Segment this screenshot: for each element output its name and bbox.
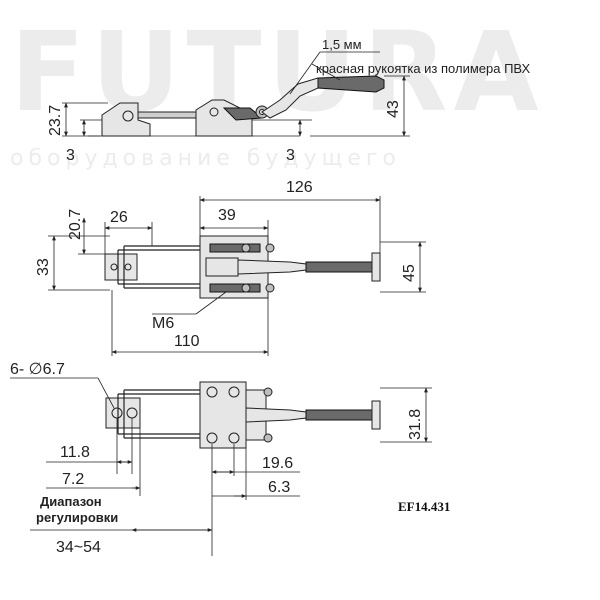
dim-top-total-height: 33 [35, 258, 52, 276]
base-handle-grip [305, 409, 373, 421]
note-handle-material: красная рукоятка из полимера ПВХ [316, 61, 531, 76]
dim-top-base-length: 110 [174, 333, 200, 350]
note-thickness: 1,5 мм [322, 37, 362, 52]
dim-top-handle-height: 45 [401, 264, 418, 282]
watermark-tagline: оборудование будущего [10, 146, 401, 171]
dim-base-body-offset: 6.3 [268, 479, 290, 496]
dim-base-hole-pitch: 11.8 [60, 444, 90, 461]
label-range-line-2: регулировки [36, 510, 118, 525]
dim-side-base-right: 3 [286, 147, 295, 164]
top-handle-arm [237, 259, 307, 275]
base-view: 6- ∅6.7 31.8 11.8 7.2 19.6 6.3 Диапазон … [10, 361, 432, 556]
top-view: 126 39 26 20.7 33 45 M6 110 [35, 179, 426, 356]
dim-base-range-value: 34~54 [56, 539, 101, 556]
dim-base-plate-height: 31.8 [407, 409, 424, 440]
dim-top-hook-length: 26 [110, 209, 128, 226]
dim-top-overall-length: 126 [286, 179, 313, 196]
label-holes: 6- ∅6.7 [10, 361, 65, 378]
dim-top-hook-width: 20.7 [67, 209, 84, 240]
base-handle-arm [245, 407, 307, 423]
label-thread-m6: M6 [152, 315, 174, 332]
dim-side-height-right: 43 [385, 100, 402, 118]
dim-base-body-pitch: 19.6 [262, 455, 293, 472]
handle-grip [317, 75, 385, 93]
side-view: 23.7 3 3 43 1,5 мм красная рукоятка из п… [47, 37, 531, 164]
product-code: EF14.431 [398, 499, 450, 514]
hook-plate [104, 253, 138, 281]
label-range-line-1: Диапазон [40, 494, 102, 509]
dim-top-body-length: 39 [218, 207, 236, 224]
dim-base-hole-offset: 7.2 [62, 471, 84, 488]
top-handle-grip [305, 261, 373, 273]
dim-side-base-left: 3 [66, 147, 75, 164]
dim-side-height-left: 23.7 [47, 105, 64, 136]
